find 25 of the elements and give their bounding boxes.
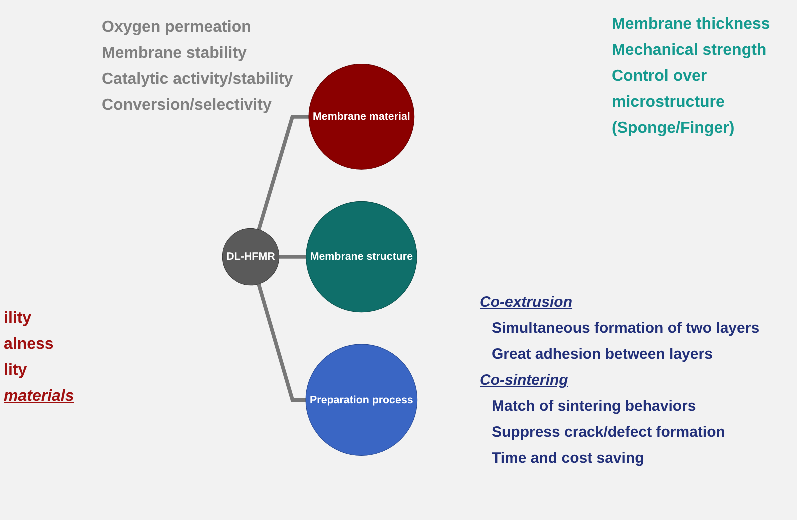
bullet-item: Catalytic activity/stability xyxy=(101,70,294,90)
connector xyxy=(257,284,306,402)
bullet-item: Simultaneous formation of two layers xyxy=(491,319,760,339)
node-circle: Membrane structure xyxy=(306,201,418,313)
section-heading: Co-extrusion xyxy=(480,293,573,313)
bullet-item: Great adhesion between layers xyxy=(491,345,713,365)
bullet-item: Membrane thickness xyxy=(611,15,770,35)
bullet-item: Match of sintering behaviors xyxy=(491,397,696,417)
node-circle: Membrane material xyxy=(308,64,415,170)
connector xyxy=(279,255,306,259)
bullet-item: lity xyxy=(4,361,28,381)
section-heading: materials xyxy=(4,387,74,407)
bullet-item: Mechanical strength xyxy=(611,41,767,61)
node-circle: Preparation process xyxy=(306,344,418,456)
connector xyxy=(257,115,309,230)
node-circle: DL-HFMR xyxy=(222,228,280,286)
bullet-item: Control over microstructure (Sponge/Finger) xyxy=(611,67,736,139)
bullet-item: Oxygen permeation xyxy=(101,18,252,38)
bullet-item: Conversion/selectivity xyxy=(101,96,272,116)
bullet-item: alness xyxy=(4,335,54,355)
bullet-item: Suppress crack/defect formation xyxy=(491,423,726,443)
bullet-item: Membrane stability xyxy=(101,44,247,64)
section-heading: Co-sintering xyxy=(480,371,568,391)
bullet-item: ility xyxy=(4,309,32,329)
bullet-item: Time and cost saving xyxy=(491,449,644,469)
